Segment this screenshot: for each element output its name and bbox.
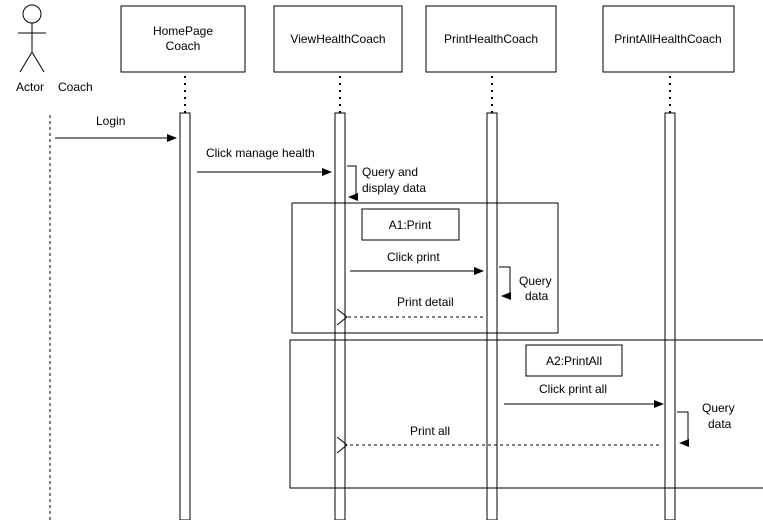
message-manage-label: Click manage health <box>206 146 315 160</box>
participant-print-box <box>425 5 557 73</box>
self-query1-line2: display data <box>362 181 426 195</box>
self-query2-line1: Query <box>519 274 552 288</box>
participant-homepage-box <box>120 5 246 73</box>
actor-icon <box>18 4 46 73</box>
message-click-print-all-label: Click print all <box>539 382 607 396</box>
participant-homepage-line1: HomePage <box>153 24 213 38</box>
lifeline-dots <box>184 76 671 113</box>
participant-view-box <box>273 5 403 73</box>
activation-view <box>334 112 346 520</box>
participant-view-label: ViewHealthCoach <box>290 32 385 46</box>
self-query2-line2: data <box>525 289 549 303</box>
fragment-a2 <box>289 339 763 489</box>
activation-printall <box>664 112 676 520</box>
participant-homepage-line2: Coach <box>166 39 201 53</box>
participant-printall-label: PrintAllHealthCoach <box>614 32 721 46</box>
self-query2-arrow <box>499 266 511 300</box>
return-print-all-label: Print all <box>410 424 450 438</box>
fragment-a2-label-box <box>525 344 623 377</box>
self-query1-arrow <box>347 165 358 201</box>
actor-name: Coach <box>58 80 93 94</box>
actor-label: Actor <box>16 80 44 94</box>
fragment-a1-label: A1:Print <box>389 218 432 232</box>
fragment-a2-label: A2:PrintAll <box>546 354 602 368</box>
fragment-a1-label-box <box>361 208 460 241</box>
message-login-label: Login <box>96 114 125 128</box>
self-query3-line2: data <box>708 417 732 431</box>
activation-print <box>486 112 498 520</box>
self-query3-line1: Query <box>702 401 735 415</box>
participant-print-label: PrintHealthCoach <box>444 32 538 46</box>
self-query1-line1: Query and <box>362 165 418 179</box>
return-print-detail-label: Print detail <box>397 295 454 309</box>
fragment-a1 <box>291 202 559 334</box>
self-query3-arrow <box>677 411 689 447</box>
participant-printall-box <box>602 5 735 73</box>
activation-homepage <box>179 112 191 520</box>
message-click-print-label: Click print <box>387 250 440 264</box>
